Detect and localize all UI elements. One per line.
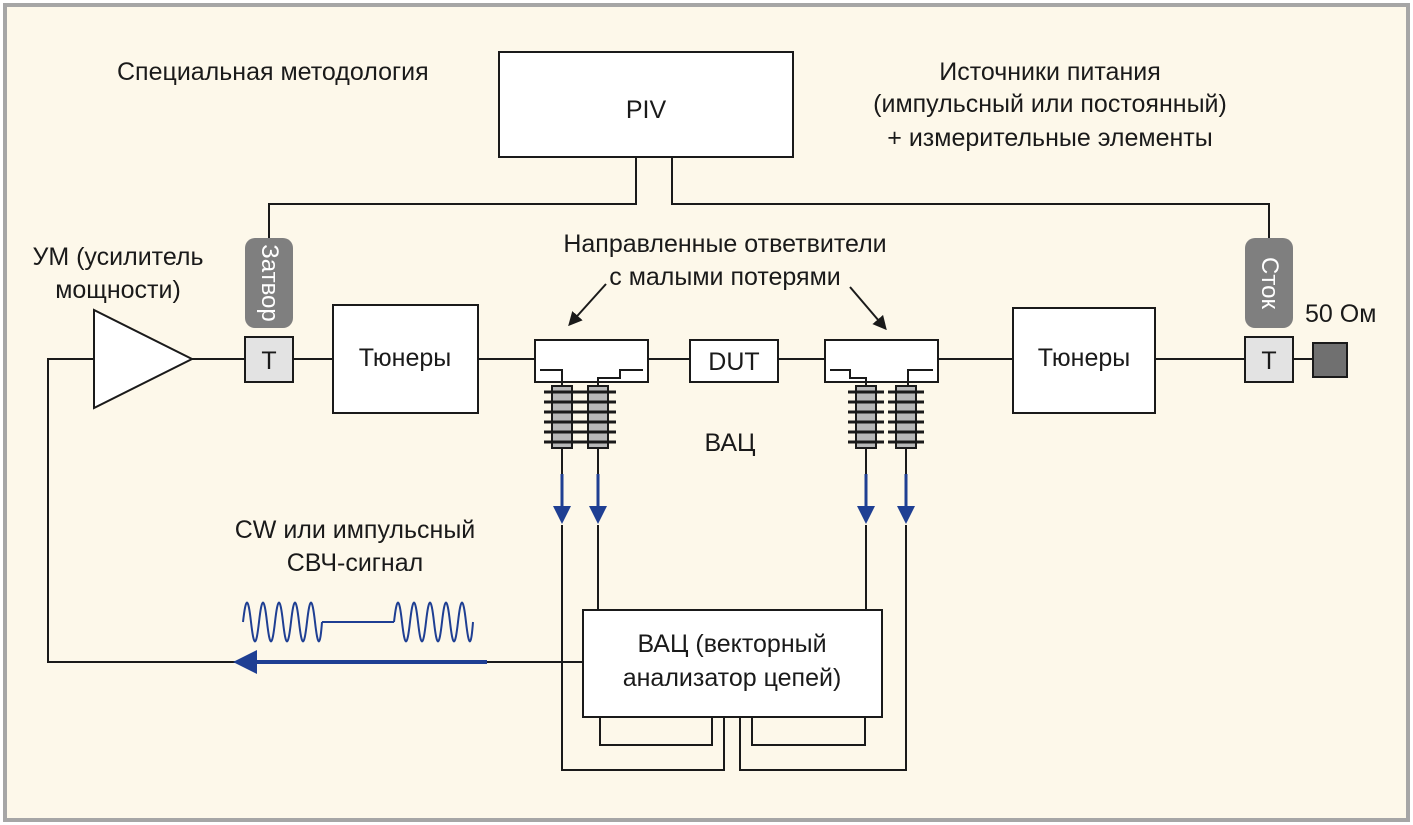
output-tuners-box: [1012, 307, 1156, 414]
vna-short-label: ВАЦ: [704, 429, 756, 457]
gate-tee-label: T: [261, 347, 276, 375]
svg-text:Источники питания: Источники питания: [939, 58, 1161, 86]
load-50-ohm-icon: [1312, 342, 1348, 378]
attenuator-coil-icon: [888, 385, 924, 449]
coupler-pointer-right: [849, 286, 887, 331]
input-tuners-box: [332, 304, 479, 414]
vna-port-wire: [751, 717, 866, 746]
piv-box: [498, 51, 794, 158]
svg-text:анализатор цепей): анализатор цепей): [623, 664, 842, 692]
load-label: 50 Ом: [1305, 300, 1376, 328]
drain-bias-tee-icon: [1244, 336, 1294, 383]
gate-bias-tag: [245, 238, 293, 328]
svg-text:СВЧ-сигнал: СВЧ-сигнал: [287, 549, 423, 577]
svg-text:УМ (усилитель: УМ (усилитель: [32, 243, 203, 271]
amp-input-wire: [47, 358, 240, 663]
svg-text:CW или импульсный: CW или импульсный: [235, 516, 476, 544]
drain-label: Сток: [1256, 257, 1283, 309]
output-tuners-label: Тюнеры: [1038, 344, 1131, 372]
svg-text:+ измерительные элементы: + измерительные элементы: [887, 124, 1212, 152]
svg-text:(импульсный или постоянный): (импульсный или постоянный): [873, 90, 1227, 118]
dut-label: DUT: [708, 348, 759, 376]
signal-label: CW или импульсный СВЧ-сигнал: [235, 516, 476, 577]
gate-label: Затвор: [256, 244, 283, 321]
vna-port-wire: [599, 717, 713, 746]
methodology-label: Специальная методология: [117, 58, 429, 86]
svg-text:ВАЦ (векторный: ВАЦ (векторный: [637, 630, 826, 658]
output-coupler-icon: [824, 339, 939, 386]
amplifier-label: УМ (усилитель мощности): [32, 243, 203, 304]
attenuator-coil-icon: [580, 385, 616, 449]
attenuator-coil-icon: [848, 385, 884, 449]
couplers-label: Направленные ответвители с малыми потеря…: [563, 230, 886, 291]
vna-port-wire: [739, 525, 907, 771]
drain-tee-label: T: [1261, 347, 1276, 375]
svg-text:мощности): мощности): [55, 276, 181, 304]
svg-text:с малыми потерями: с малыми потерями: [609, 263, 840, 291]
drain-bias-wire: [671, 157, 1270, 240]
input-tuners-label: Тюнеры: [359, 344, 452, 372]
drain-bias-tag: [1245, 238, 1293, 328]
svg-text:Направленные ответвители: Направленные ответвители: [563, 230, 886, 258]
input-coupler-icon: [534, 339, 649, 386]
power-sources-label: Источники питания (импульсный или постоя…: [873, 58, 1227, 152]
gate-bias-wire: [268, 157, 637, 240]
dut-box: [689, 339, 779, 383]
vna-label: ВАЦ (векторный анализатор цепей): [623, 630, 842, 692]
vna-port-wire: [561, 525, 725, 771]
coupler-pointer-left: [568, 283, 607, 327]
piv-label: PIV: [626, 96, 667, 124]
vna-box: [582, 609, 883, 718]
rf-pulse-wave-icon: [242, 601, 474, 643]
